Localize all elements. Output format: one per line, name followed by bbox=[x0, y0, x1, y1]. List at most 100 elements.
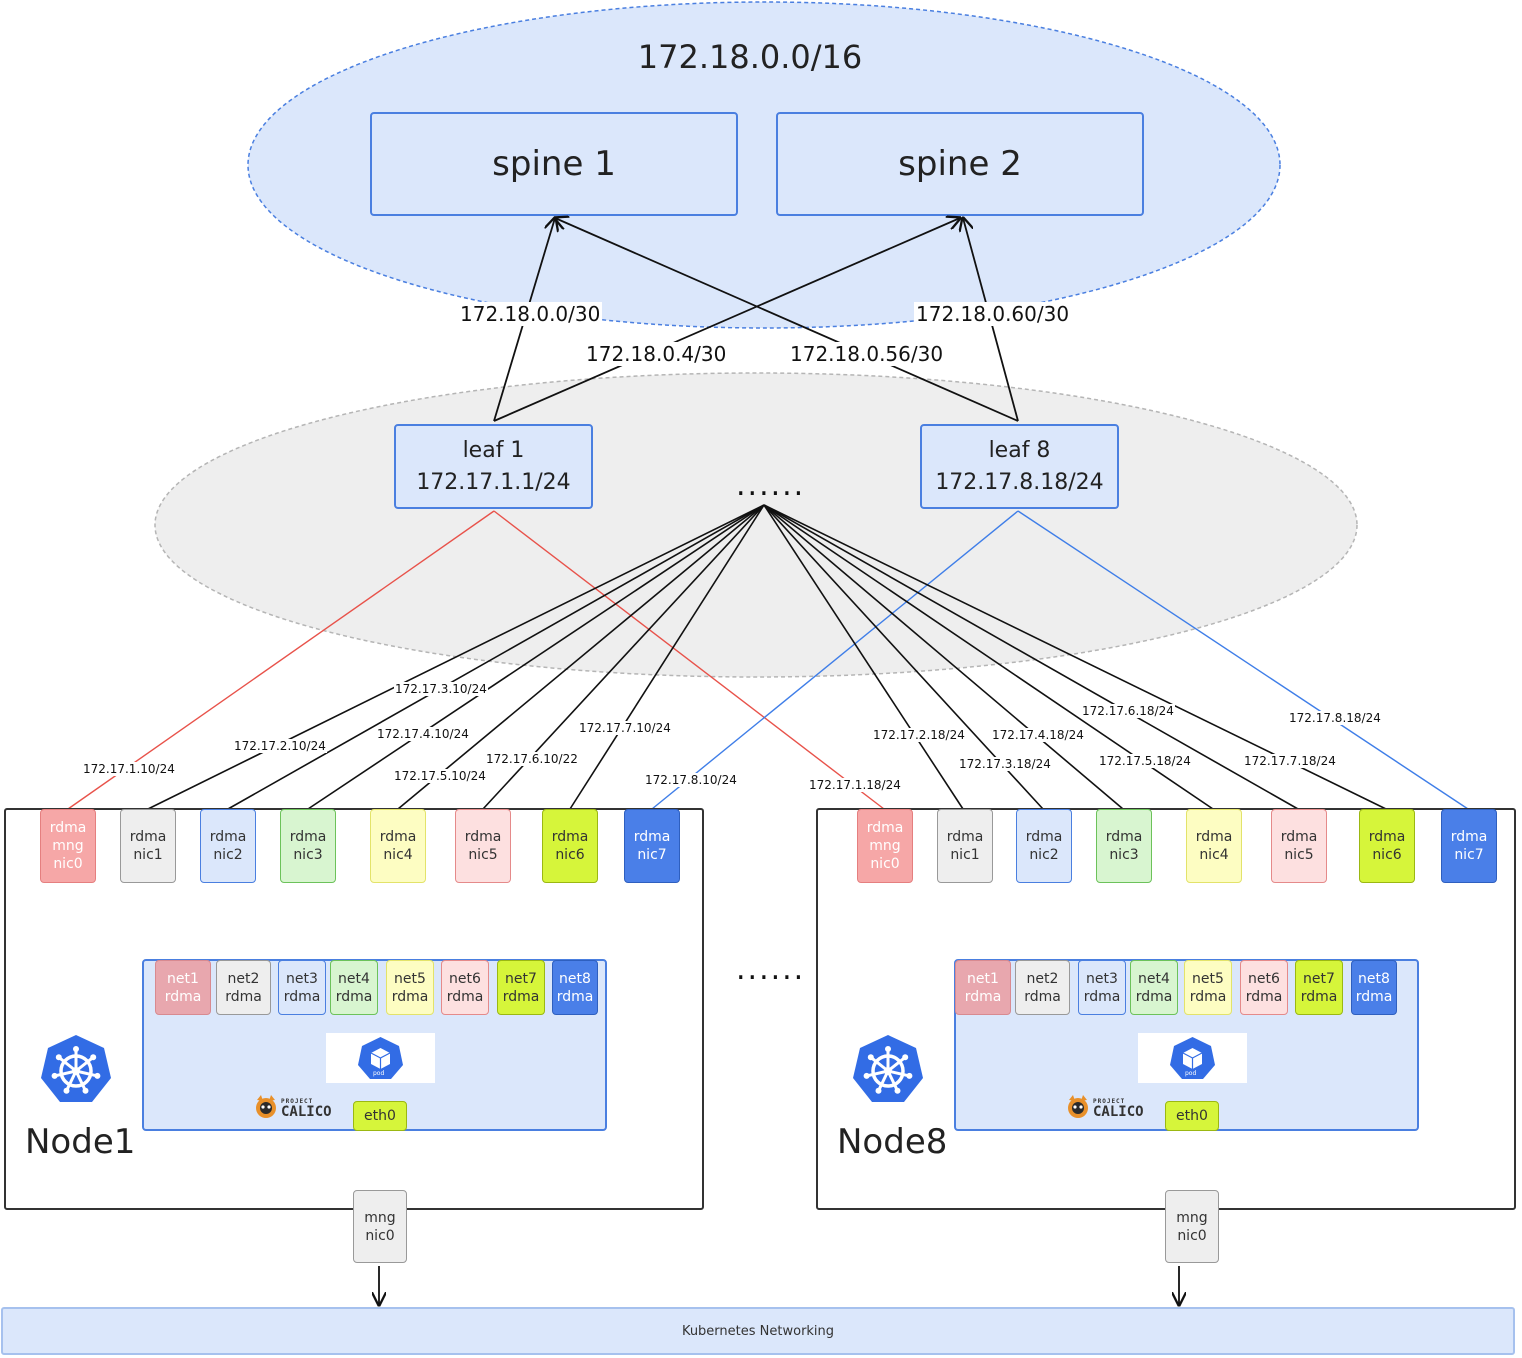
net-label: rdma bbox=[283, 988, 321, 1005]
nic-label: rdma bbox=[1450, 829, 1488, 845]
nic-label: rdma bbox=[464, 829, 502, 845]
rdma-nic-5: rdma nic5 bbox=[1271, 809, 1327, 883]
nic-label: rdma bbox=[946, 829, 984, 845]
calico-cat-icon bbox=[256, 1095, 276, 1118]
nic-ip-label: 172.17.4.10/24 bbox=[376, 727, 470, 741]
nic-ip-label: 172.17.8.10/24 bbox=[644, 773, 738, 787]
spine-zone bbox=[247, 1, 1281, 329]
leaf-1: leaf 1 172.17.1.1/24 bbox=[394, 424, 593, 509]
nic-label: mng bbox=[869, 838, 901, 854]
nic-label: nic5 bbox=[1284, 847, 1314, 863]
nic-label: rdma bbox=[1025, 829, 1063, 845]
nic-label: nic0 bbox=[53, 856, 83, 872]
nic-ip-label: 172.17.1.10/24 bbox=[82, 762, 176, 776]
uplink-line bbox=[555, 218, 1019, 422]
calico-label: CALICO bbox=[281, 1104, 332, 1120]
rdma-nic-6: rdma nic6 bbox=[542, 809, 598, 883]
nic-label: nic6 bbox=[555, 847, 585, 863]
net-label: rdma bbox=[1300, 988, 1338, 1005]
net-label: rdma bbox=[391, 988, 429, 1005]
nic-ip-label: 172.17.5.18/24 bbox=[1098, 754, 1192, 768]
nic-label: rdma bbox=[551, 829, 589, 845]
net-label: net2 bbox=[1026, 970, 1059, 987]
spine-2-label: spine 2 bbox=[898, 144, 1022, 184]
nic-ip-label: 172.17.5.10/24 bbox=[393, 769, 487, 783]
spine-2: spine 2 bbox=[776, 112, 1144, 216]
rdma-nic-7: rdma nic7 bbox=[624, 809, 680, 883]
nic-label: rdma bbox=[633, 829, 671, 845]
nic-label: nic2 bbox=[213, 847, 243, 863]
uplink-label: 172.18.0.0/30 bbox=[458, 302, 603, 326]
nic-ip-label: 172.17.6.18/24 bbox=[1081, 704, 1175, 718]
pod-label: pod bbox=[373, 1070, 385, 1077]
pod-card: pod bbox=[1138, 1033, 1247, 1083]
nic-ip-label: 172.17.6.10/22 bbox=[485, 752, 579, 766]
nic-label: rdma bbox=[1280, 829, 1318, 845]
nic-label: nic7 bbox=[1454, 847, 1484, 863]
leaf-fan-link bbox=[397, 504, 765, 810]
nic-label: rdma bbox=[1195, 829, 1233, 845]
pod-icon bbox=[358, 1037, 403, 1079]
leaf8-link bbox=[1017, 510, 1469, 810]
leaf-fan-link bbox=[227, 504, 765, 810]
leaf-ellipsis: ...... bbox=[736, 468, 806, 503]
nic-label: nic7 bbox=[637, 847, 667, 863]
leaf1-link bbox=[67, 510, 495, 810]
net-label: rdma bbox=[1245, 988, 1283, 1005]
kubernetes-logo-icon bbox=[38, 1033, 114, 1105]
calico-cat-icon bbox=[1068, 1095, 1088, 1118]
node-name: Node1 bbox=[25, 1122, 136, 1162]
nic0-label: nic0 bbox=[365, 1227, 395, 1244]
leaf-fan-link bbox=[763, 504, 1124, 810]
nic-label: rdma bbox=[1105, 829, 1143, 845]
nic-ip-label: 172.17.7.18/24 bbox=[1243, 754, 1337, 768]
rdma-nic-7: rdma nic7 bbox=[1441, 809, 1497, 883]
uplink-label: 172.18.0.4/30 bbox=[584, 342, 729, 366]
nic-label: rdma bbox=[866, 820, 904, 836]
net-label: rdma bbox=[1024, 988, 1061, 1005]
net-label: net1 bbox=[167, 970, 199, 987]
spine-zone-label: 172.18.0.0/16 bbox=[637, 38, 863, 76]
rdma-nic-3: rdma nic3 bbox=[1096, 809, 1152, 883]
uplink-label: 172.18.0.56/30 bbox=[788, 342, 946, 366]
nic-label: nic3 bbox=[1109, 847, 1139, 863]
nic-label: nic6 bbox=[1372, 847, 1402, 863]
net-label: rdma bbox=[335, 988, 373, 1005]
eth0-label: eth0 bbox=[1176, 1108, 1208, 1124]
nic-label: rdma bbox=[289, 829, 327, 845]
net-label: net7 bbox=[505, 970, 537, 987]
nic0-label: nic0 bbox=[1177, 1227, 1207, 1244]
leaf-8-subnet: 172.17.8.18/24 bbox=[935, 469, 1104, 495]
net-label: net1 bbox=[967, 970, 999, 987]
net-label: net8 bbox=[559, 970, 591, 987]
net-label: net4 bbox=[1138, 970, 1170, 987]
calico-project-label: PROJECT bbox=[281, 1098, 314, 1105]
nic-label: rdma bbox=[129, 829, 167, 845]
uplink-label: 172.18.0.60/30 bbox=[914, 302, 1072, 326]
spine-1-label: spine 1 bbox=[492, 144, 616, 184]
nic-ip-label: 172.17.3.10/24 bbox=[394, 682, 488, 696]
nic-label: mng bbox=[52, 838, 84, 854]
nic-label: rdma bbox=[379, 829, 417, 845]
nic-label: rdma bbox=[209, 829, 247, 845]
net-label: rdma bbox=[1135, 988, 1173, 1005]
kubernetes-logo-icon bbox=[850, 1033, 926, 1105]
